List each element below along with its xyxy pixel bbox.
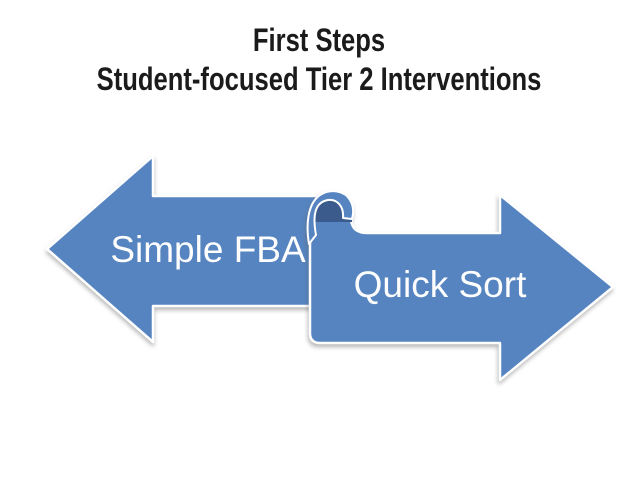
title-line-1: First Steps bbox=[252, 22, 386, 58]
left-arrow: Simple FBA bbox=[45, 154, 347, 344]
curl-roll-shape bbox=[306, 190, 355, 245]
slide-title: First Steps Student-focused Tier 2 Inter… bbox=[0, 21, 638, 99]
right-arrow-shape bbox=[308, 193, 615, 382]
right-arrow-label: Quick Sort bbox=[354, 264, 527, 305]
left-arrow-label: Simple FBA bbox=[110, 229, 306, 270]
title-line-2: Student-focused Tier 2 Interventions bbox=[96, 61, 542, 97]
right-arrow: Quick Sort bbox=[306, 190, 615, 382]
